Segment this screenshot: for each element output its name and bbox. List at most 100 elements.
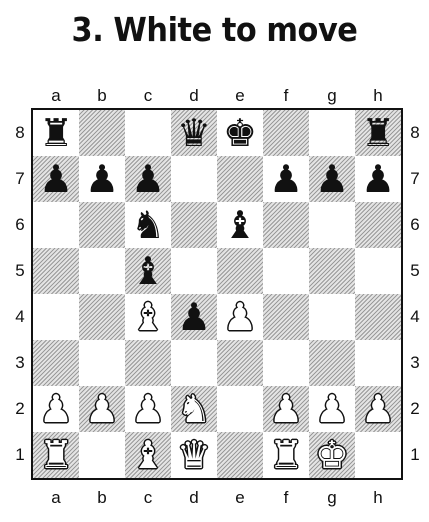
square-b6[interactable] — [79, 202, 125, 248]
square-c8[interactable] — [125, 110, 171, 156]
square-a3[interactable] — [33, 340, 79, 386]
square-f3[interactable] — [263, 340, 309, 386]
white-pawn-icon[interactable]: ♟ — [268, 387, 304, 431]
square-a4[interactable] — [33, 294, 79, 340]
file-label: e — [235, 488, 245, 507]
black-king-icon[interactable]: ♚ — [222, 111, 258, 155]
square-b5[interactable] — [79, 248, 125, 294]
square-d3[interactable] — [171, 340, 217, 386]
white-rook-icon[interactable]: ♜ — [268, 433, 304, 477]
square-f6[interactable] — [263, 202, 309, 248]
rank-label: 3 — [15, 353, 25, 372]
square-h8[interactable]: ♜ — [355, 110, 401, 156]
square-g6[interactable] — [309, 202, 355, 248]
square-c7[interactable]: ♟ — [125, 156, 171, 202]
white-king-icon[interactable]: ♚ — [314, 433, 350, 477]
square-e1[interactable] — [217, 432, 263, 478]
square-c2[interactable]: ♟ — [125, 386, 171, 432]
square-a1[interactable]: ♜ — [33, 432, 79, 478]
white-pawn-icon[interactable]: ♟ — [314, 387, 350, 431]
square-d2[interactable]: ♞ — [171, 386, 217, 432]
black-queen-icon[interactable]: ♛ — [176, 111, 212, 155]
square-f5[interactable] — [263, 248, 309, 294]
square-a5[interactable] — [33, 248, 79, 294]
black-pawn-icon[interactable]: ♟ — [314, 157, 350, 201]
square-b2[interactable]: ♟ — [79, 386, 125, 432]
square-a6[interactable] — [33, 202, 79, 248]
black-bishop-icon[interactable]: ♝ — [222, 203, 258, 247]
black-pawn-icon[interactable]: ♟ — [84, 157, 120, 201]
square-b3[interactable] — [79, 340, 125, 386]
square-d6[interactable] — [171, 202, 217, 248]
square-e5[interactable] — [217, 248, 263, 294]
square-f2[interactable]: ♟ — [263, 386, 309, 432]
square-g2[interactable]: ♟ — [309, 386, 355, 432]
square-h4[interactable] — [355, 294, 401, 340]
square-d8[interactable]: ♛ — [171, 110, 217, 156]
square-h7[interactable]: ♟ — [355, 156, 401, 202]
square-h1[interactable] — [355, 432, 401, 478]
square-f4[interactable] — [263, 294, 309, 340]
file-label: f — [283, 488, 289, 507]
white-knight-icon[interactable]: ♞ — [176, 387, 212, 431]
white-pawn-icon[interactable]: ♟ — [222, 295, 258, 339]
square-c1[interactable]: ♝ — [125, 432, 171, 478]
white-pawn-icon[interactable]: ♟ — [130, 387, 166, 431]
square-e2[interactable] — [217, 386, 263, 432]
square-d1[interactable]: ♛ — [171, 432, 217, 478]
square-e8[interactable]: ♚ — [217, 110, 263, 156]
file-label: d — [189, 488, 199, 507]
square-f7[interactable]: ♟ — [263, 156, 309, 202]
square-d7[interactable] — [171, 156, 217, 202]
black-pawn-icon[interactable]: ♟ — [176, 295, 212, 339]
white-queen-icon[interactable]: ♛ — [176, 433, 212, 477]
white-bishop-icon[interactable]: ♝ — [130, 295, 166, 339]
black-pawn-icon[interactable]: ♟ — [38, 157, 74, 201]
black-rook-icon[interactable]: ♜ — [38, 111, 74, 155]
square-b8[interactable] — [79, 110, 125, 156]
square-e3[interactable] — [217, 340, 263, 386]
square-d4[interactable]: ♟ — [171, 294, 217, 340]
square-a7[interactable]: ♟ — [33, 156, 79, 202]
square-g7[interactable]: ♟ — [309, 156, 355, 202]
black-pawn-icon[interactable]: ♟ — [360, 157, 396, 201]
square-b4[interactable] — [79, 294, 125, 340]
black-rook-icon[interactable]: ♜ — [360, 111, 396, 155]
square-c4[interactable]: ♝ — [125, 294, 171, 340]
black-pawn-icon[interactable]: ♟ — [130, 157, 166, 201]
square-g8[interactable] — [309, 110, 355, 156]
square-e7[interactable] — [217, 156, 263, 202]
square-h2[interactable]: ♟ — [355, 386, 401, 432]
square-h6[interactable] — [355, 202, 401, 248]
square-h3[interactable] — [355, 340, 401, 386]
white-pawn-icon[interactable]: ♟ — [38, 387, 74, 431]
square-d5[interactable] — [171, 248, 217, 294]
black-bishop-icon[interactable]: ♝ — [130, 249, 166, 293]
square-c6[interactable]: ♞ — [125, 202, 171, 248]
square-h5[interactable] — [355, 248, 401, 294]
square-b1[interactable] — [79, 432, 125, 478]
square-b7[interactable]: ♟ — [79, 156, 125, 202]
square-g5[interactable] — [309, 248, 355, 294]
square-e4[interactable]: ♟ — [217, 294, 263, 340]
white-pawn-icon[interactable]: ♟ — [84, 387, 120, 431]
rank-label: 8 — [410, 123, 420, 142]
square-e6[interactable]: ♝ — [217, 202, 263, 248]
black-pawn-icon[interactable]: ♟ — [268, 157, 304, 201]
square-a2[interactable]: ♟ — [33, 386, 79, 432]
white-bishop-icon[interactable]: ♝ — [130, 433, 166, 477]
rank-label: 6 — [410, 215, 420, 234]
black-knight-icon[interactable]: ♞ — [130, 203, 166, 247]
white-pawn-icon[interactable]: ♟ — [360, 387, 396, 431]
white-rook-icon[interactable]: ♜ — [38, 433, 74, 477]
file-labels-bottom: a b c d e f g h — [33, 488, 401, 508]
square-a8[interactable]: ♜ — [33, 110, 79, 156]
square-g4[interactable] — [309, 294, 355, 340]
square-f1[interactable]: ♜ — [263, 432, 309, 478]
square-g1[interactable]: ♚ — [309, 432, 355, 478]
rank-label: 7 — [410, 169, 420, 188]
square-c3[interactable] — [125, 340, 171, 386]
square-f8[interactable] — [263, 110, 309, 156]
square-c5[interactable]: ♝ — [125, 248, 171, 294]
square-g3[interactable] — [309, 340, 355, 386]
